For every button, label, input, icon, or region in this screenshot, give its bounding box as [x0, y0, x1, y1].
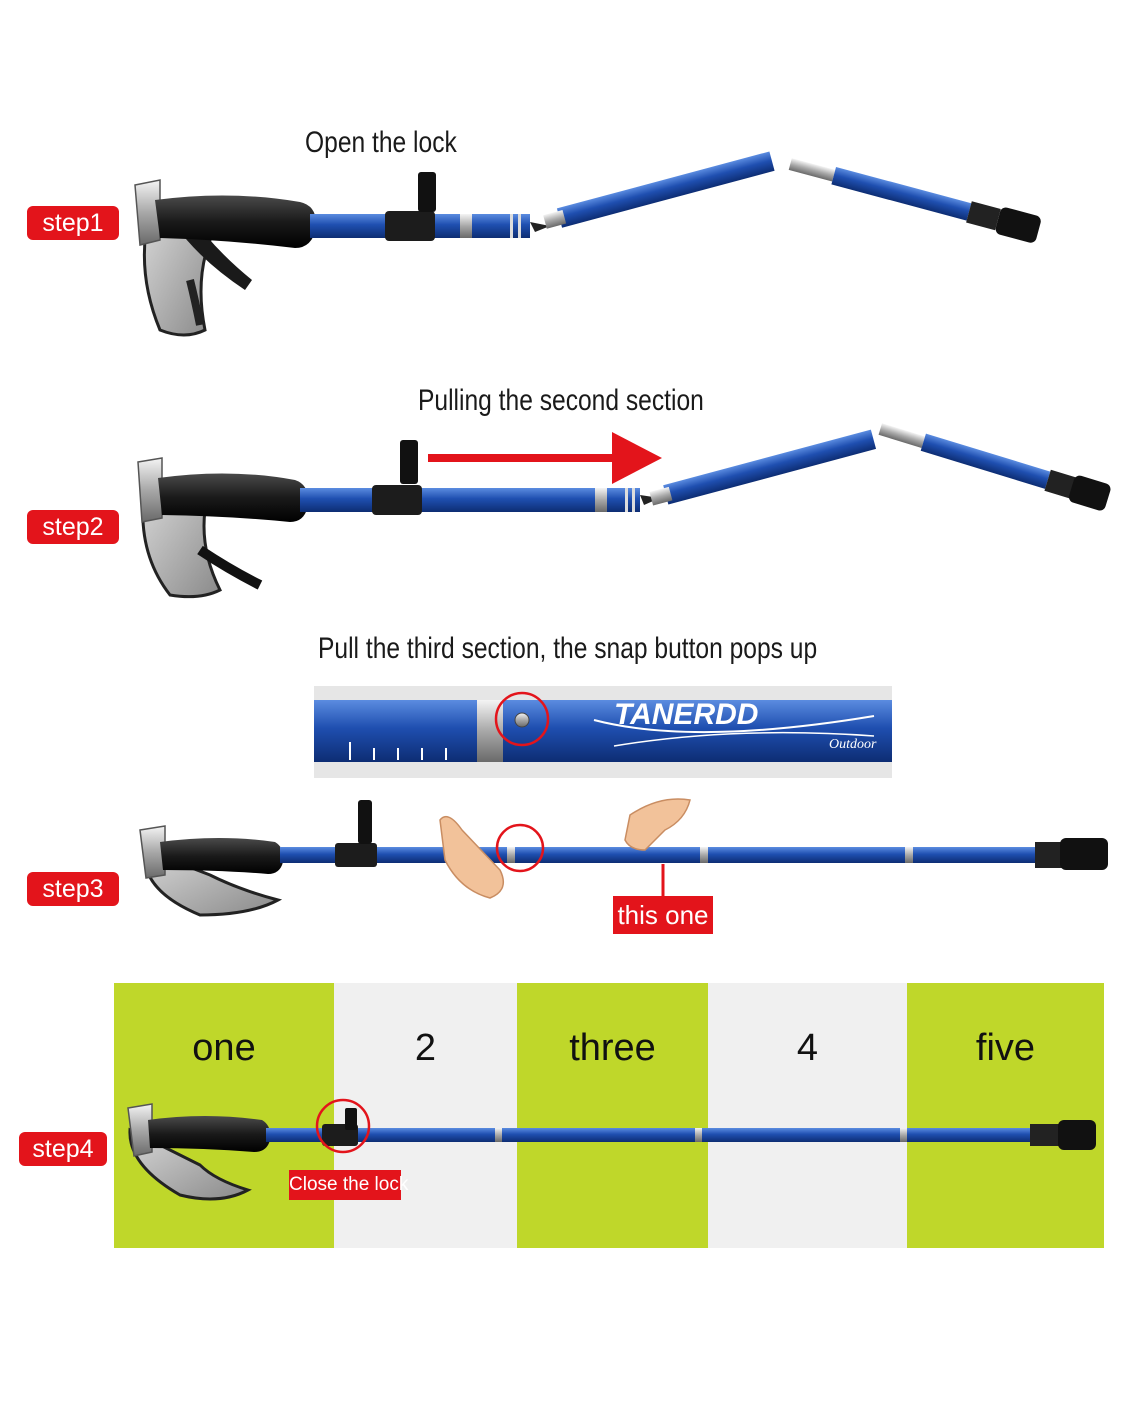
step2-badge: step2 [27, 510, 119, 544]
hand-icon [624, 798, 691, 851]
step4-badge: step4 [19, 1132, 107, 1166]
snap-button-closeup: TANERDD Outdoor [314, 686, 892, 778]
step3-caption: Pull the third section, the snap button … [318, 632, 818, 665]
trekking-pole-icon [300, 423, 1111, 515]
section-band-five: five [907, 983, 1104, 1248]
flick-lock-icon [345, 1108, 357, 1130]
step3-pole-illustration [139, 798, 1108, 917]
section-label-one: one [192, 1027, 256, 1069]
grip-icon [127, 1103, 271, 1157]
grip-icon [139, 825, 284, 879]
flick-lock-icon [358, 800, 372, 844]
section-label-2: 2 [414, 1027, 437, 1069]
trekking-pole-icon [280, 838, 1108, 870]
grip-icon [137, 457, 309, 523]
section-label-three: three [569, 1027, 656, 1069]
trekking-pole-icon [310, 151, 1041, 243]
section-label-five: five [975, 1027, 1036, 1069]
hand-icon [439, 815, 505, 899]
section-band-three: three [517, 983, 708, 1248]
step1-badge: step1 [27, 206, 119, 240]
step2-caption: Pulling the second section [418, 384, 704, 417]
sections-panel: one 2 three 4 five [114, 983, 1104, 1248]
flick-lock-icon [418, 172, 436, 212]
section-label-4: 4 [796, 1027, 819, 1069]
step1-caption: Open the lock [305, 126, 457, 159]
step3-badge: step3 [27, 872, 119, 906]
flick-lock-icon [400, 440, 418, 484]
trekking-pole-icon [266, 1120, 1096, 1150]
step2-pole-illustration [137, 423, 1111, 599]
step3-callout: this one [613, 896, 713, 934]
snap-button-icon [514, 712, 530, 728]
section-band-4: 4 [708, 983, 907, 1248]
arrow-right-icon [428, 432, 662, 484]
svg-text:Outdoor: Outdoor [829, 737, 877, 752]
step4-callout: Close the lock [289, 1170, 408, 1200]
step1-pole-illustration [134, 151, 1041, 337]
step4-pole-illustration [127, 1098, 1096, 1201]
grip-icon [134, 179, 317, 248]
section-band-2: 2 [334, 983, 517, 1248]
svg-text:TANERDD: TANERDD [614, 698, 758, 731]
